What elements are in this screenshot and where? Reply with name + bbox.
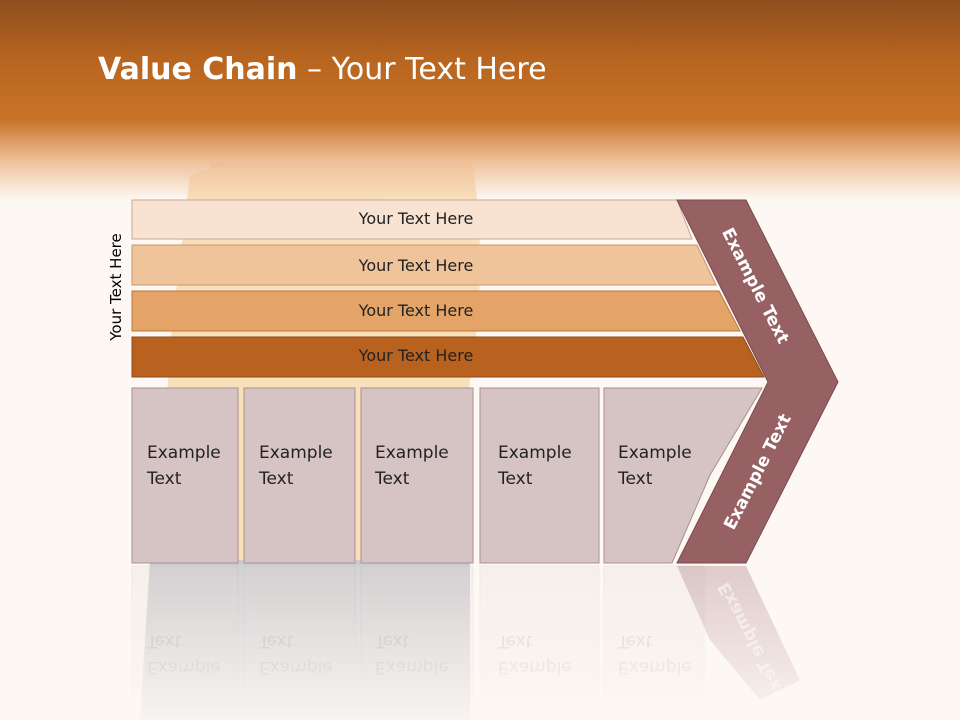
column-4-text: Example Text [498,440,572,492]
bottom-fade [0,565,960,720]
bar-3-label: Your Text Here [358,301,474,320]
column-3-line1: Example [375,443,449,463]
bar-4[interactable] [131,336,765,378]
column-5[interactable] [603,387,763,564]
bar-3[interactable] [131,290,741,332]
bar-1[interactable] [131,199,693,240]
column-2-text: Example Text [259,440,333,492]
column-4[interactable] [479,387,600,564]
column-1-text: Example Text [147,440,221,492]
title-rest: – Your Text Here [297,52,547,87]
title-bold: Value Chain [98,52,298,87]
column-3-text: Example Text [375,440,449,492]
bar-2-label: Your Text Here [358,256,474,275]
column-5-line1: Example [618,443,692,463]
column-1-line1: Example [147,443,221,463]
column-5-text: Example Text [618,440,692,492]
column-1-line2: Text [147,469,182,489]
column-1[interactable] [131,387,239,564]
header-band [0,0,960,200]
bar-4-label: Your Text Here [358,346,474,365]
column-2-line1: Example [259,443,333,463]
bar-2[interactable] [131,244,717,286]
column-3[interactable] [360,387,474,564]
column-4-line2: Text [498,469,533,489]
column-5-line2: Text [618,469,653,489]
slide-title: Value Chain – Your Text Here [98,52,547,87]
column-4-line1: Example [498,443,572,463]
bar-1-label: Your Text Here [358,209,474,228]
column-2[interactable] [243,387,356,564]
column-2-line2: Text [259,469,294,489]
column-3-line2: Text [375,469,410,489]
chevron-arrow[interactable] [676,199,839,564]
